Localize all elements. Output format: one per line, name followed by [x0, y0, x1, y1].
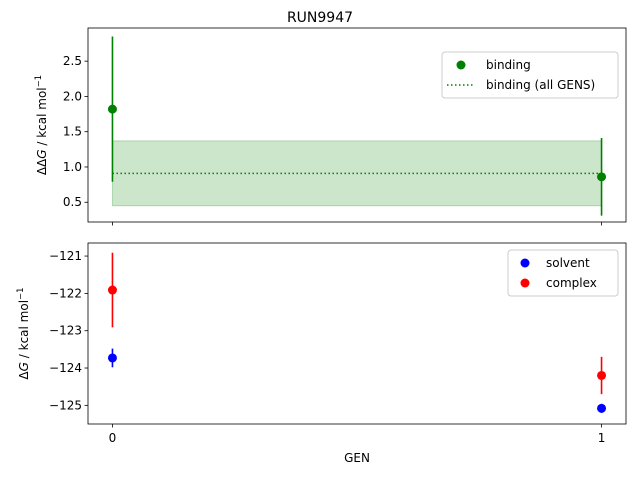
- y-tick-label: −121: [49, 249, 82, 263]
- top-ylabel-variable: G: [35, 149, 49, 158]
- binding-panel: 0.5 1.0 1.5 2.0 2.5 ΔΔG / kcal mol−1 binding…: [34, 27, 627, 226]
- y-tick-label: 1.5: [63, 125, 82, 139]
- top-ylabel-units: / kcal mol: [35, 87, 49, 149]
- solvent-point: [107, 353, 117, 363]
- binding-point: [107, 104, 117, 114]
- y-tick-label: −122: [49, 286, 82, 300]
- y-tick-label: 2.5: [63, 54, 82, 68]
- bottom-ylabel-prefix: Δ: [17, 371, 31, 380]
- top-ylabel-exponent: −1: [34, 75, 44, 88]
- legend-box: [507, 249, 619, 297]
- y-tick-label: −125: [49, 398, 82, 412]
- y-tick-label: −123: [49, 324, 82, 338]
- solvent-complex-series: [107, 252, 607, 413]
- legend-label-solvent: solvent: [546, 256, 590, 270]
- legend-label-binding: binding: [486, 58, 531, 72]
- y-tick-label: 1.0: [63, 160, 82, 174]
- legend-marker-solvent: [520, 258, 530, 268]
- solvent-complex-legend: solvent complex: [507, 249, 619, 297]
- bottom-y-axis-label: ΔG / kcal mol−1: [16, 287, 31, 379]
- legend-marker-binding: [456, 60, 466, 70]
- complex-point: [107, 285, 117, 295]
- bottom-ylabel-variable: G: [17, 362, 31, 371]
- complex-point: [597, 370, 607, 380]
- bottom-x-axis-label: GEN: [344, 451, 370, 465]
- legend-label-complex: complex: [546, 276, 597, 290]
- bottom-ylabel-units: / kcal mol: [17, 300, 31, 362]
- x-tick-label: 1: [598, 431, 606, 445]
- legend-box: [441, 51, 619, 99]
- figure-title: RUN9947: [287, 10, 353, 26]
- bottom-y-axis: −125 −124 −123 −122 −121: [49, 249, 88, 412]
- legend-marker-complex: [520, 278, 530, 288]
- binding-point: [597, 172, 607, 182]
- y-tick-label: 2.0: [63, 89, 82, 103]
- binding-legend: binding binding (all GENS): [441, 51, 619, 99]
- top-y-axis-label: ΔΔG / kcal mol−1: [34, 75, 49, 175]
- top-ylabel-prefix: ΔΔ: [35, 158, 49, 175]
- top-x-axis: [112, 222, 602, 226]
- top-plot-frame: [87, 27, 627, 223]
- y-tick-label: 0.5: [63, 195, 82, 209]
- solvent-point: [597, 403, 607, 413]
- legend-label-binding-all-gens: binding (all GENS): [486, 78, 595, 92]
- y-tick-label: −124: [49, 361, 82, 375]
- top-y-axis: 0.5 1.0 1.5 2.0 2.5: [63, 54, 88, 209]
- x-tick-label: 0: [109, 431, 117, 445]
- binding-series: [107, 36, 607, 216]
- bottom-ylabel-exponent: −1: [16, 287, 26, 300]
- bottom-plot-frame: [87, 242, 627, 425]
